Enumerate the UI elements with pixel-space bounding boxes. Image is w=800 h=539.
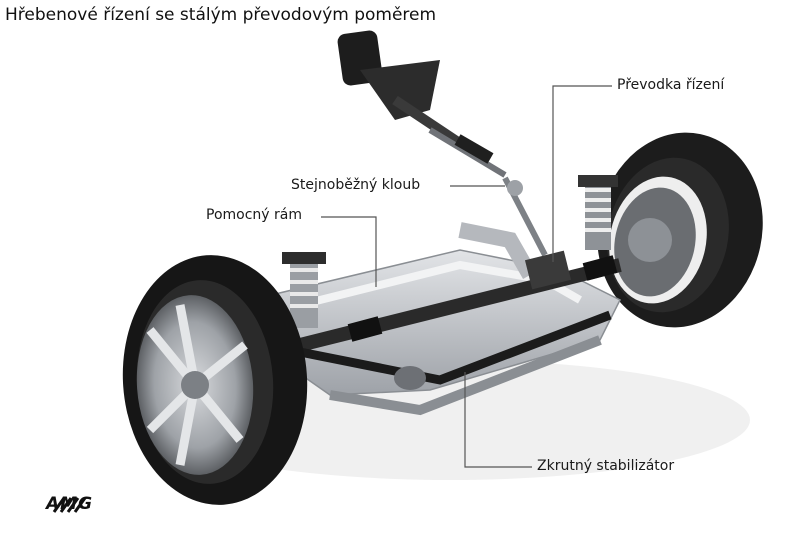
leader-stab [464, 372, 532, 468]
steering-column [337, 30, 548, 257]
label-cv-joint: Stejnoběžný kloub [291, 177, 421, 193]
diagram-title: Hřebenové řízení se stálým převodovým po… [5, 5, 437, 25]
leader-ram [321, 216, 377, 287]
label-subframe: Pomocný rám [206, 207, 302, 223]
label-stabilizer: Zkrutný stabilizátor [537, 458, 675, 474]
label-steering-gear: Převodka řízení [617, 77, 725, 93]
stabilizer-bar [289, 310, 612, 390]
right-wheel [597, 132, 763, 328]
left-coilover [282, 252, 326, 328]
leader-lines [321, 85, 612, 468]
amg-logo-stripes-icon [52, 497, 87, 513]
leader-prevodka [552, 85, 612, 262]
amg-logo: AMG [46, 494, 94, 514]
left-wheel [122, 255, 308, 505]
right-coilover [578, 175, 618, 250]
steering-rack [298, 250, 622, 352]
